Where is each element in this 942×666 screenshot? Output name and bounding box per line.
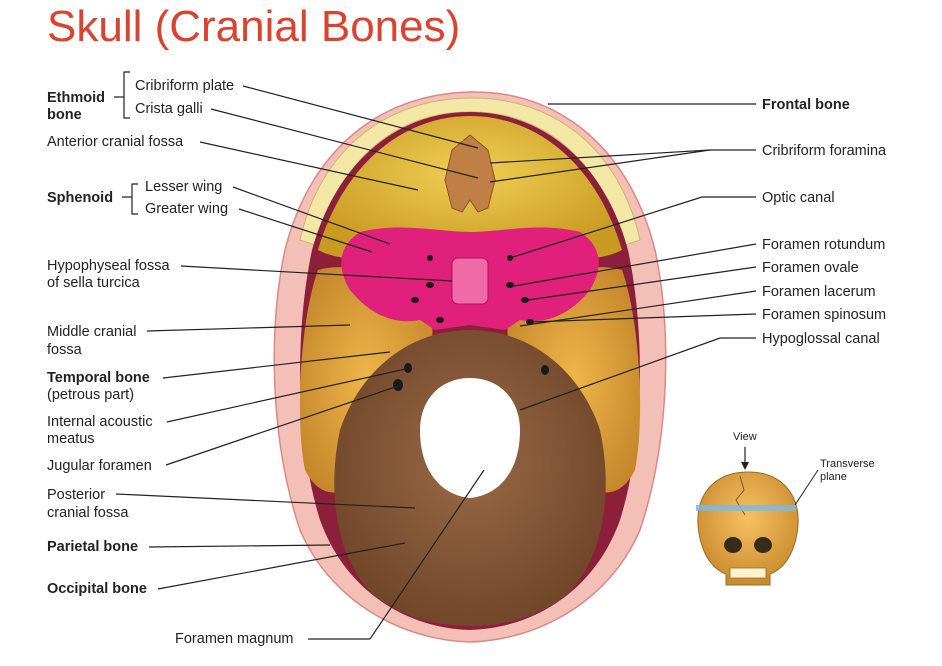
label-optic-canal: Optic canal xyxy=(762,190,835,206)
label-jugular-foramen: Jugular foramen xyxy=(47,458,152,474)
foramina-dots xyxy=(393,255,549,391)
label-transverse: Transverse xyxy=(820,458,875,470)
leader-lines xyxy=(114,71,757,640)
page-title: Skull (Cranial Bones) xyxy=(47,2,461,51)
label-posterior-cranial-fossa: cranial fossa xyxy=(47,505,129,521)
foramen-magnum xyxy=(420,378,520,498)
label-foramen-lacerum: Foramen lacerum xyxy=(762,284,876,300)
label-temporal-bone: Temporal bone xyxy=(47,370,150,386)
label-petrous-part: (petrous part) xyxy=(47,387,135,403)
sella-turcica xyxy=(451,257,489,305)
inset-skull xyxy=(696,447,819,586)
label-hypoglossal-canal: Hypoglossal canal xyxy=(762,331,880,347)
label-occipital-bone: Occipital bone xyxy=(47,581,147,597)
label-cribriform-plate: Cribriform plate xyxy=(135,78,235,94)
label-hypophyseal-fossa: Hypophyseal fossa xyxy=(47,258,170,274)
label-anterior-cranial-fossa: Anterior cranial fossa xyxy=(47,134,184,150)
label-middle-cranial-fossa: fossa xyxy=(47,342,82,358)
label-foramen-ovale: Foramen ovale xyxy=(762,260,859,276)
label-posterior: Posterior xyxy=(47,487,106,503)
label-sphenoid: Sphenoid xyxy=(47,190,114,206)
label-meatus: meatus xyxy=(47,431,95,447)
label-view: View xyxy=(733,431,757,443)
label-foramen-spinosum: Foramen spinosum xyxy=(762,307,887,323)
label-foramen-rotundum: Foramen rotundum xyxy=(762,237,886,253)
label-ethmoid-bone: bone xyxy=(47,107,82,123)
label-parietal-bone: Parietal bone xyxy=(47,539,139,555)
label-lesser-wing: Lesser wing xyxy=(145,179,223,195)
label-ethmoid: Ethmoid xyxy=(47,90,105,106)
label-frontal-bone: Frontal bone xyxy=(762,97,850,113)
label-cribriform-foramina: Cribriform foramina xyxy=(762,143,887,159)
label-middle-cranial: Middle cranial xyxy=(47,324,137,340)
temporal-left xyxy=(299,267,433,493)
label-plane: plane xyxy=(820,471,847,483)
label-crista-galli: Crista galli xyxy=(135,101,203,117)
label-sella-turcica: of sella turcica xyxy=(47,275,140,291)
label-internal-acoustic: Internal acoustic xyxy=(47,414,153,430)
label-foramen-magnum: Foramen magnum xyxy=(175,631,294,647)
label-greater-wing: Greater wing xyxy=(145,201,229,217)
